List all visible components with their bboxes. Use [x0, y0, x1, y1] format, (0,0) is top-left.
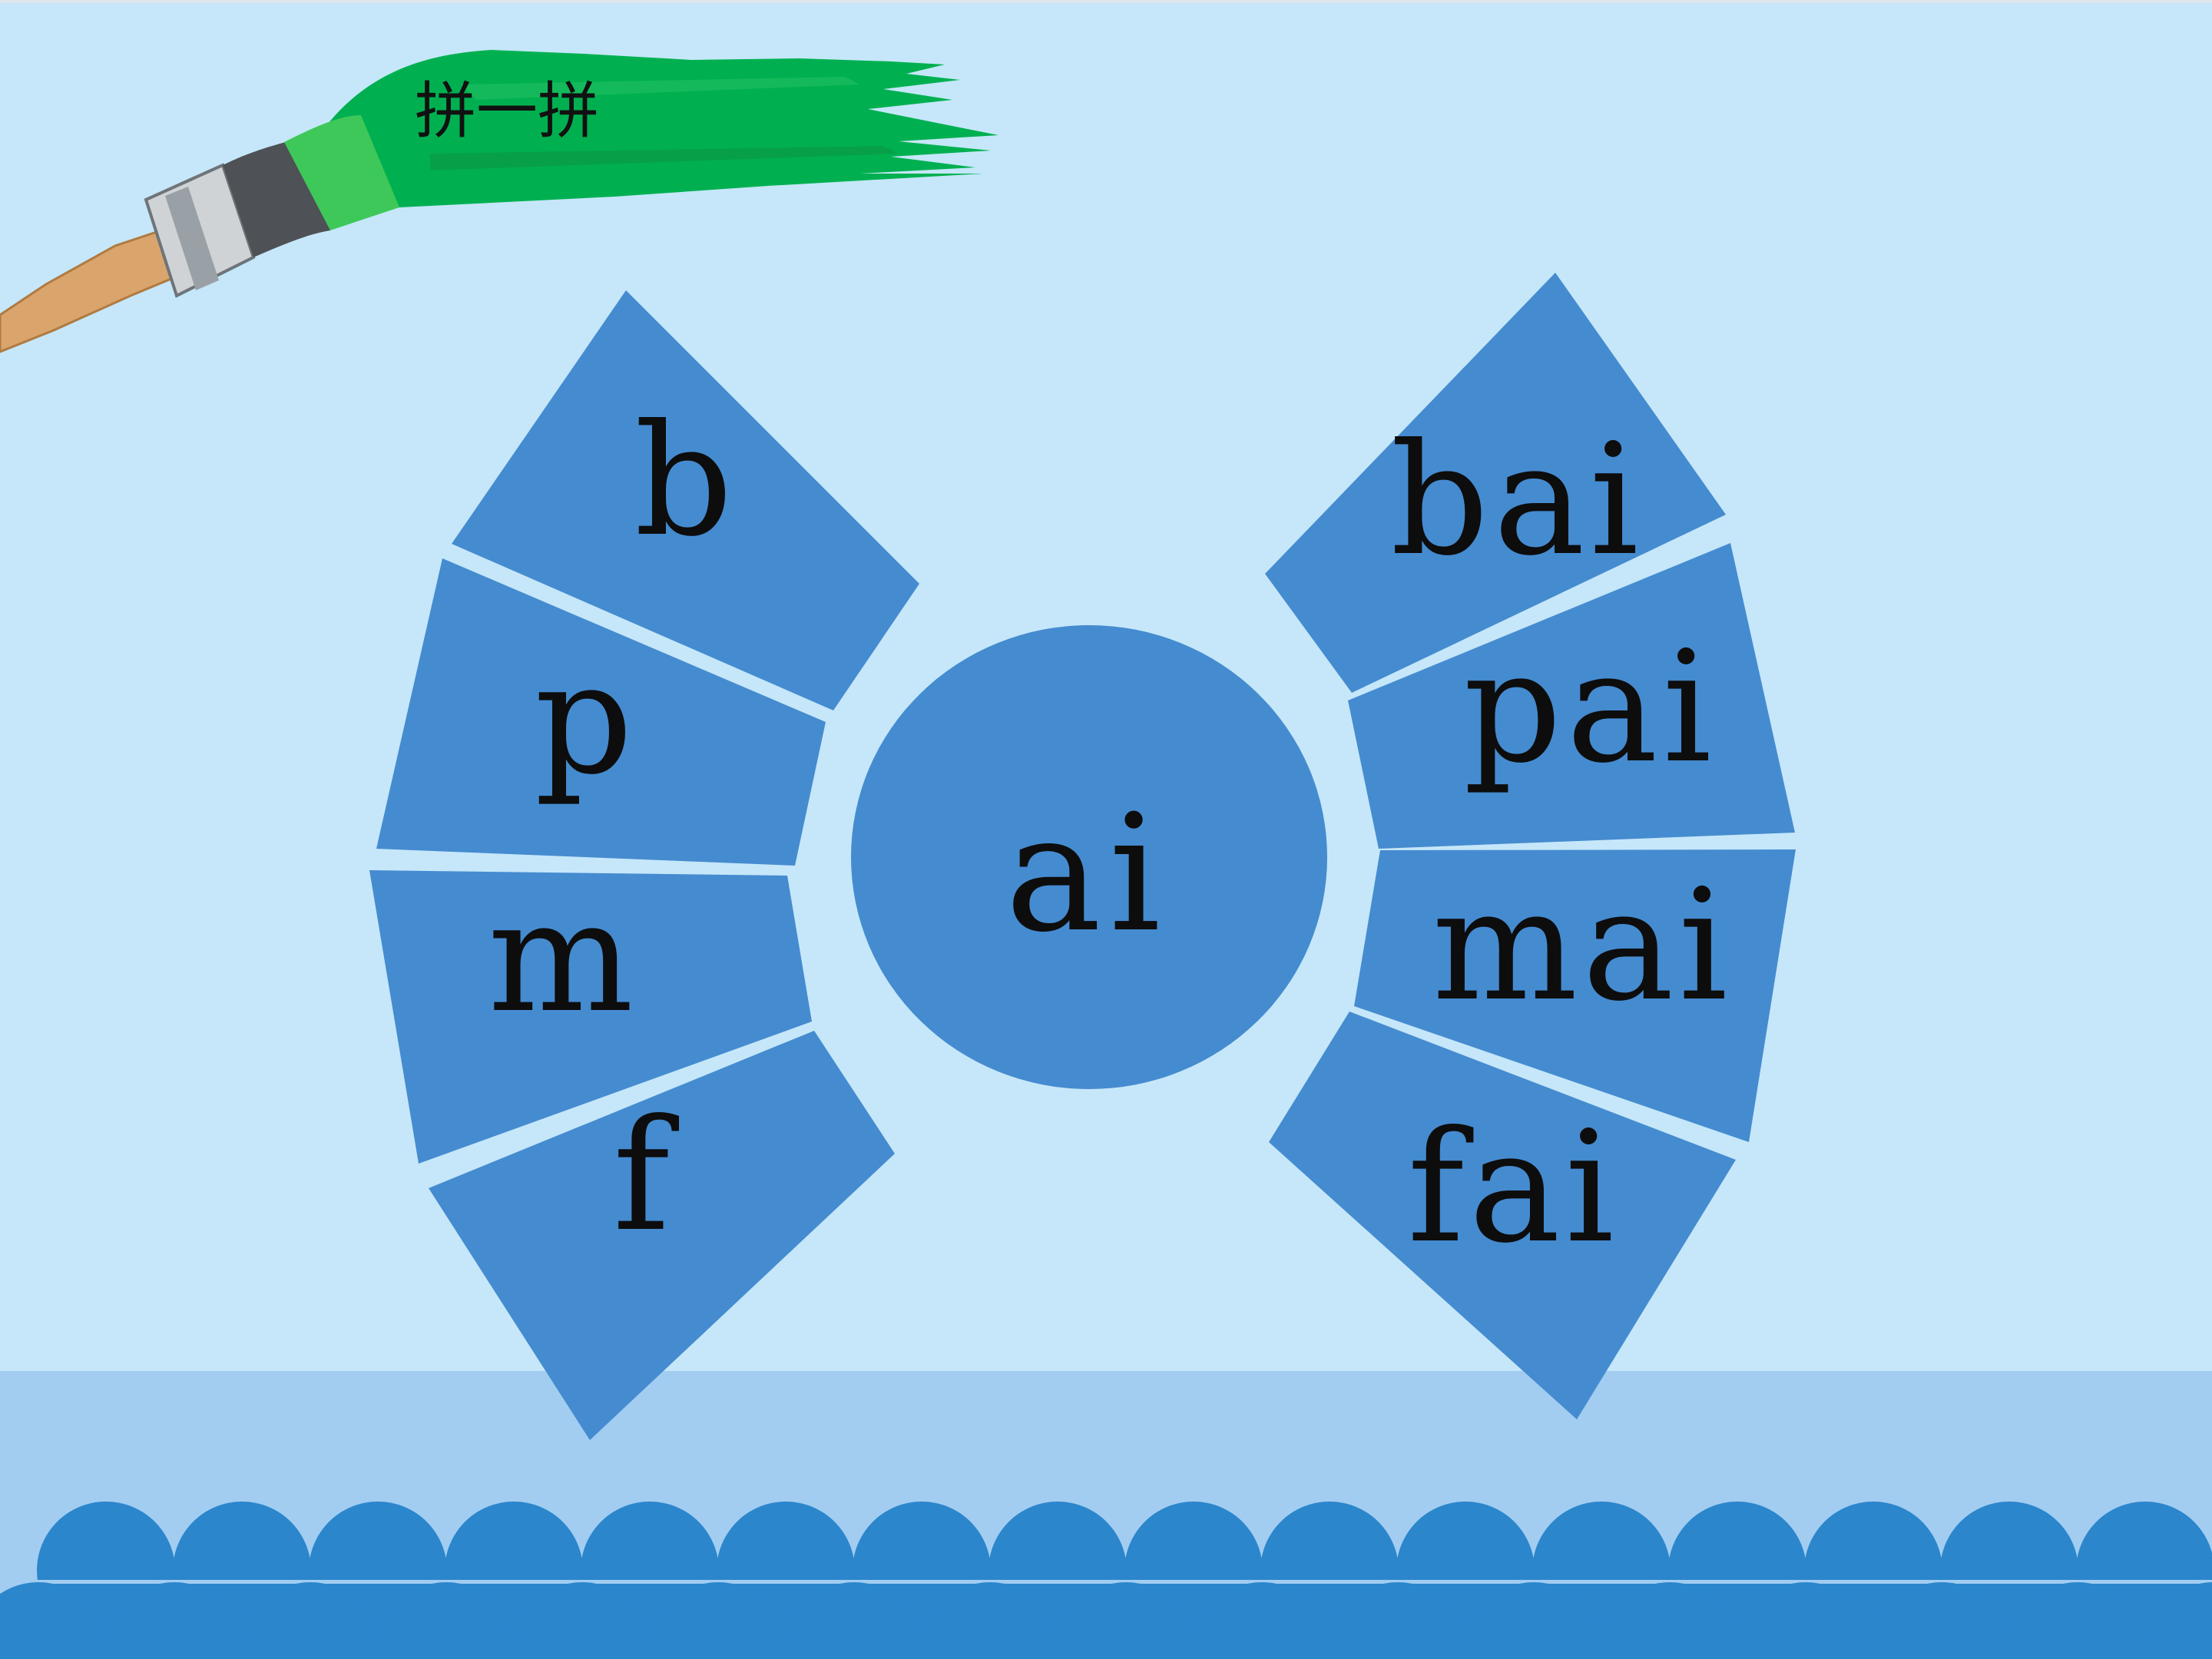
initial-tile-b[interactable] — [452, 290, 919, 710]
brush-ferrule-band — [165, 187, 219, 290]
final-circle-shape — [851, 625, 1327, 1089]
initial-b: b — [634, 392, 733, 571]
wave-scallop — [105, 1582, 243, 1659]
wave-scallop — [513, 1582, 651, 1659]
title-banner: 拼一拼 — [0, 50, 998, 353]
initial-m: m — [488, 868, 634, 1047]
initial-p: p — [535, 630, 633, 809]
syllable-mai: mai — [1432, 856, 1733, 1035]
wave-scallop — [1873, 1582, 2011, 1659]
initial-tile-m[interactable] — [369, 870, 812, 1164]
syllable-tile-mai[interactable] — [1354, 849, 1796, 1142]
initials-fan: b p m f — [369, 290, 919, 1440]
syllable-fai: fai — [1407, 1098, 1618, 1277]
final-ai: ai — [1005, 780, 1168, 968]
syllables-fan: bai pai mai fai — [1265, 273, 1796, 1419]
initial-tile-f[interactable] — [429, 1031, 895, 1440]
brush-bristles-paint — [284, 115, 399, 230]
wave-scallop — [1193, 1582, 1331, 1659]
syllable-tile-fai[interactable] — [1269, 1012, 1736, 1419]
wave-scallop — [1465, 1582, 1603, 1659]
wave-scallop — [1057, 1582, 1195, 1659]
paint-streak — [430, 146, 899, 171]
wave-decoration — [0, 1502, 2212, 1659]
syllable-tile-bai[interactable] — [1265, 273, 1726, 693]
wave-scallop — [1737, 1582, 1875, 1659]
wave-scallop — [1329, 1582, 1467, 1659]
wave-scallop — [241, 1582, 379, 1659]
initial-f: f — [613, 1087, 680, 1266]
wave-scallop — [1601, 1582, 1739, 1659]
wave-scallop — [921, 1582, 1059, 1659]
wave-scallop — [649, 1582, 787, 1659]
brush-handle — [0, 229, 178, 353]
title-text: 拼一拼 — [415, 75, 599, 147]
top-border — [0, 0, 2212, 3]
final-circle[interactable]: ai — [851, 625, 1327, 1089]
initial-tile-p[interactable] — [376, 558, 826, 866]
wave-scallop — [2008, 1582, 2147, 1659]
syllable-pai: pai — [1463, 618, 1716, 797]
wave-scallop — [377, 1582, 515, 1659]
paint-streak — [461, 77, 860, 100]
wave-gap — [0, 1580, 2212, 1584]
syllable-bai: bai — [1390, 411, 1643, 590]
wave-scallop — [0, 1582, 108, 1659]
syllable-tile-pai[interactable] — [1348, 543, 1795, 849]
wave-scallop — [785, 1582, 923, 1659]
wave-scallop — [2144, 1582, 2212, 1659]
